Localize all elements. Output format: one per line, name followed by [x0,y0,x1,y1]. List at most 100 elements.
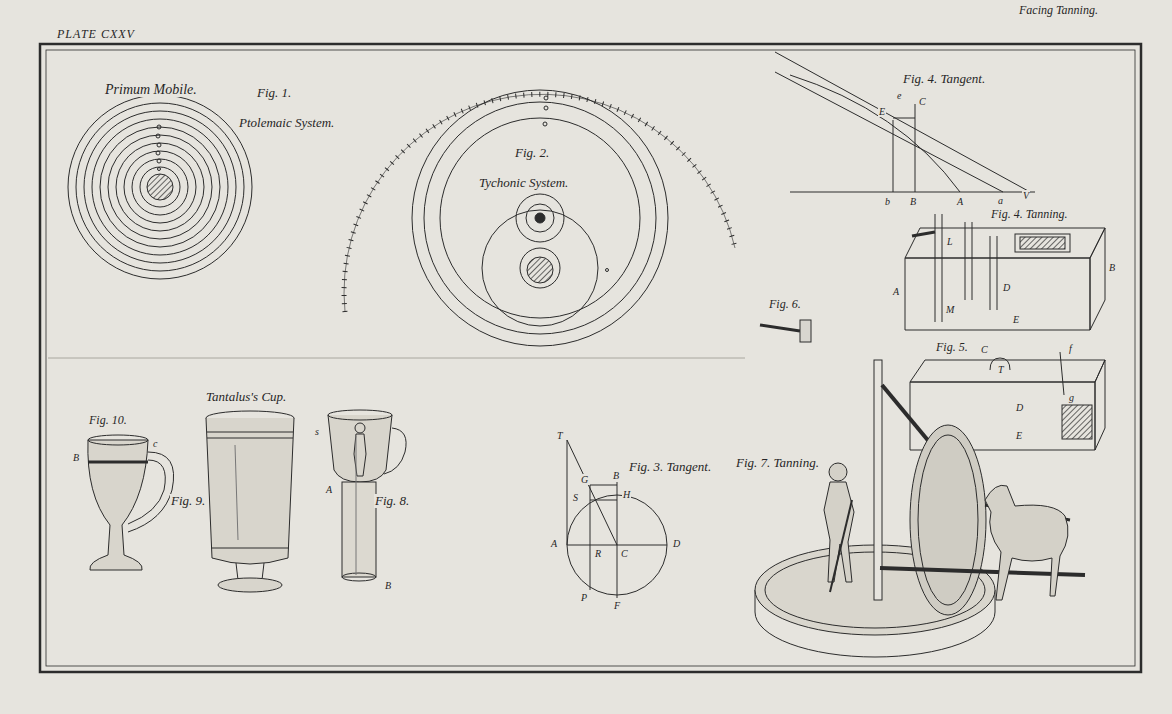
cup-figure-10 [88,435,174,570]
figure-label: Tychonic System. [478,176,569,190]
tanning-trough-figure-4-part [990,236,991,310]
letter-label: B [612,470,620,481]
tan-mill-figure-7-part [910,425,986,615]
ptolemaic-system-part [84,111,236,263]
plate-frame-part [40,44,1141,672]
tychonic-system-part [424,102,656,334]
tan-mill-figure-7-part [874,360,882,600]
cup-figure-9-part [236,563,264,580]
tanning-trough-figure-4-part [1020,237,1065,249]
ptolemaic-system-part [92,119,228,255]
letter-label: P [580,592,588,603]
letter-label: C [918,96,927,107]
tangent-figure-3-part [590,500,617,501]
tan-mill-figure-7 [755,360,1085,657]
tychonic-system-part [344,94,735,312]
tan-mill-figure-7-part [829,463,847,481]
ptolemaic-system-part [124,151,196,223]
figure-label: Fig. 3. Tangent. [628,460,712,474]
cup-figure-10-part [128,460,165,524]
ptolemaic-system-part [157,143,161,147]
tychonic-system-part [516,194,564,242]
hammer-figure-6-part [800,320,811,342]
figure-label: Ptolemaic System. [238,116,335,130]
ptolemaic-system-part [156,134,160,138]
tangent-figure-3-part [567,440,617,545]
figure-label: Facing Tanning. [1018,4,1099,17]
tangent-figure-4-part [915,104,916,192]
ptolemaic-system-part [156,151,160,155]
tangent-figure-3-part [590,485,591,590]
letter-label: S [572,492,579,503]
letter-label: f [1068,343,1073,354]
figure-label: Fig. 4. Tangent. [902,72,986,86]
letter-label: R [594,548,602,559]
ptolemaic-system-part [76,103,244,271]
tanning-box-figure-5-part [910,360,1105,382]
letter-label: a [997,195,1004,206]
cup-figure-8-part [328,410,392,420]
figure-label: Tantalus's Cup. [205,390,287,404]
tangent-figure-3-part [567,440,568,545]
letter-label: F [613,600,621,611]
figure-label: Fig. 4. Tanning. [990,208,1069,221]
tanning-box-figure-5-part [1095,360,1105,450]
ptolemaic-system-part [108,135,212,239]
letter-label: c [152,438,158,449]
tychonic-system-part [412,90,668,346]
ptolemaic-system-part [157,159,161,163]
cup-figure-10-part [88,435,148,445]
tan-mill-figure-7-part [985,485,1068,600]
plate-frame-part [48,358,745,359]
cup-figure-10-part [88,461,148,464]
tanning-trough-figure-4-part [912,232,935,236]
tan-mill-figure-7-part [830,500,852,592]
ptolemaic-system-part [157,125,161,129]
tychonic-system-part [527,257,553,283]
tangent-figure-4-part [893,120,894,192]
tychonic-system-part [344,94,735,312]
tan-mill-figure-7-part [918,435,978,605]
letter-label: T [556,430,564,441]
cup-figure-8-part [328,415,392,482]
letter-label: s [314,426,320,437]
tychonic-system-part [606,269,609,272]
letter-label: V [1022,190,1030,201]
cup-figure-9-part [218,578,282,592]
letter-label: D [1015,402,1024,413]
figure-label: Fig. 5. [935,341,969,354]
tangent-figure-4-part [893,118,915,119]
cup-figure-9 [206,411,294,592]
letter-label: E [878,106,886,117]
letter-label: D [1002,282,1011,293]
letter-label: C [980,344,989,355]
tangent-figure-4-part [790,192,1035,193]
letter-label: E [1015,430,1023,441]
ptolemaic-system-part [147,174,173,200]
tanning-box-figure-5-part [1060,352,1064,395]
letter-label: A [325,484,333,495]
letter-label: A [892,286,900,297]
tychonic-system-part [543,122,547,126]
letter-label: b [884,196,891,207]
cup-figure-10-part [128,452,174,532]
letter-label: A [550,538,558,549]
tanning-trough-figure-4-part [935,214,936,322]
figure-label: Fig. 10. [88,414,128,427]
plate-frame [40,44,1141,672]
ptolemaic-system [68,95,252,279]
letter-label: D [672,538,681,549]
cup-figure-9-part [207,432,293,433]
figure-label: Fig. 8. [374,494,410,508]
tangent-figure-4-part [790,75,960,192]
tangent-figure-3-part [590,485,617,486]
tychonic-system [344,90,735,346]
tanning-box-figure-5-part [1062,405,1092,439]
ptolemaic-system-part [140,167,180,207]
figure-label: Fig. 6. [768,298,802,311]
hammer-figure-6 [760,320,811,342]
ptolemaic-system-part [68,95,252,279]
figure-label: Fig. 7. Tanning. [735,456,820,470]
letter-label: C [620,548,629,559]
letter-label: L [946,236,954,247]
